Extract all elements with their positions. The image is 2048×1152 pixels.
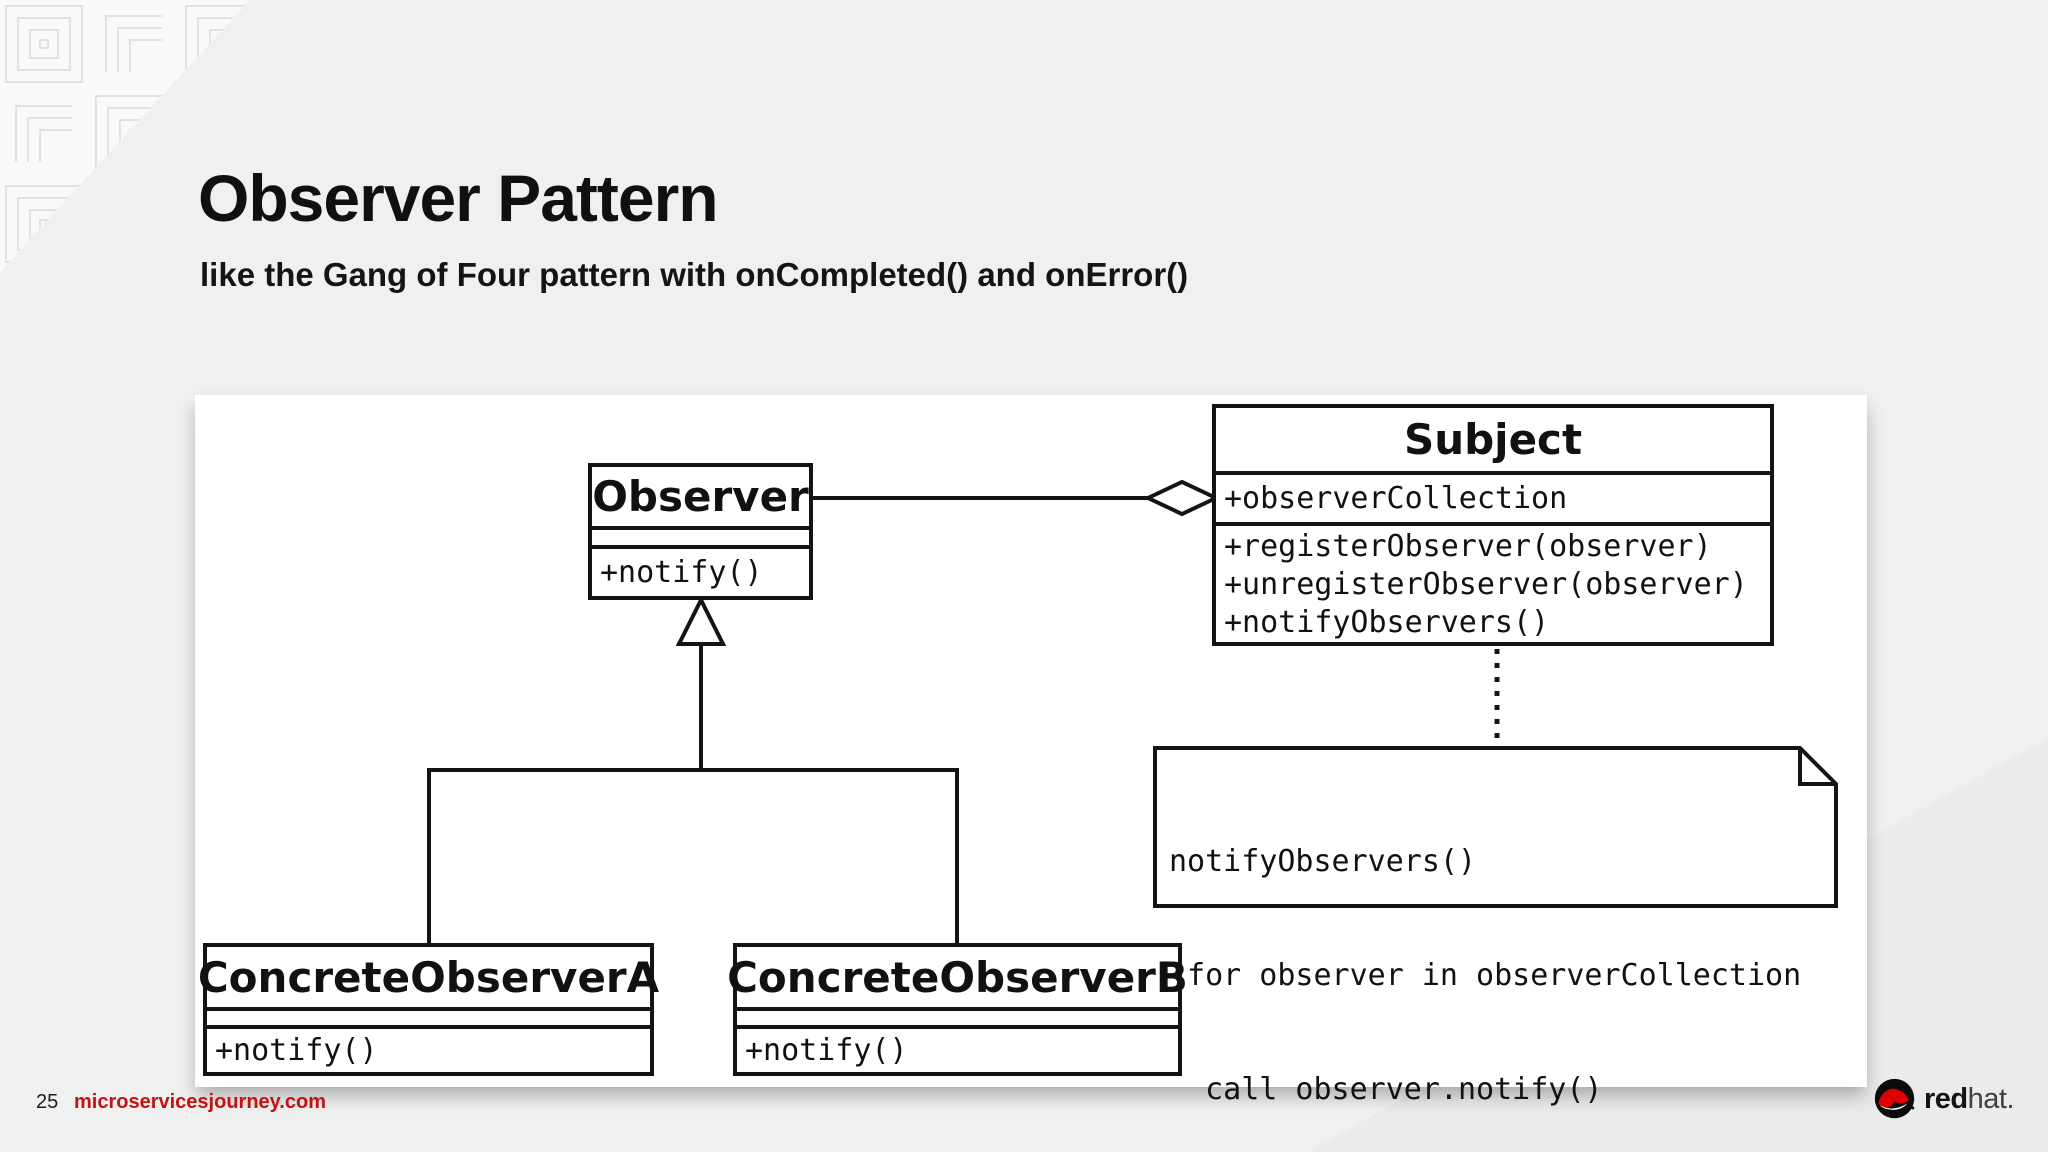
- footer-link[interactable]: microservicesjourney.com: [74, 1091, 326, 1113]
- note-pseudocode: notifyObservers() for observer in observ…: [1169, 767, 1801, 1152]
- class-methods: +registerObserver(observer) +unregisterO…: [1216, 522, 1770, 642]
- class-box-subject: Subject +observerCollection +registerObs…: [1212, 404, 1774, 646]
- class-title: ConcreteObserverA: [197, 952, 660, 1002]
- brand-wordmark: redhat.: [1924, 1082, 2015, 1116]
- class-attributes-empty: [592, 526, 809, 545]
- class-method: +unregisterObserver(observer): [1224, 567, 1748, 602]
- note-fold-icon: [1798, 748, 1836, 786]
- note-line: call observer.notify(): [1169, 1072, 1603, 1107]
- brand-word-red: red: [1924, 1082, 1968, 1115]
- note-line: for observer in observerCollection: [1169, 958, 1802, 993]
- note-line: notifyObservers(): [1169, 844, 1477, 879]
- class-title: Observer: [592, 472, 809, 521]
- class-title: ConcreteObserverB: [727, 952, 1188, 1002]
- brand-word-hat: hat.: [1967, 1082, 2015, 1115]
- class-attributes-empty: [737, 1007, 1178, 1025]
- class-box-concrete-observer-b: ConcreteObserverB +notify(): [727, 943, 1188, 1076]
- aggregation-diamond-icon: [1143, 479, 1221, 517]
- class-method: +registerObserver(observer): [1224, 529, 1712, 564]
- class-method: +notify(): [592, 545, 809, 596]
- class-title: Subject: [1403, 415, 1583, 465]
- class-attributes-empty: [207, 1007, 650, 1025]
- redhat-logo: redhat.: [1872, 1076, 2015, 1122]
- class-box-observer: Observer +notify(): [588, 463, 813, 600]
- fedora-icon: [1874, 1078, 1915, 1118]
- class-attribute: +observerCollection: [1216, 471, 1770, 522]
- class-method: +notify(): [737, 1025, 1178, 1072]
- uml-connectors: [427, 479, 1838, 945]
- uml-diagram-panel: Observer +notify() Subject +observerColl…: [195, 395, 1867, 1107]
- class-box-concrete-observer-a: ConcreteObserverA +notify(): [197, 943, 660, 1076]
- page-subtitle: like the Gang of Four pattern with onCom…: [200, 256, 1189, 293]
- note-shape: [1153, 746, 1838, 908]
- class-method: +notifyObservers(): [1224, 605, 1550, 640]
- inheritance-arrow-icon: [675, 595, 727, 646]
- class-method: +notify(): [207, 1025, 650, 1072]
- page-title: Observer Pattern: [198, 161, 719, 235]
- corner-ornament-pattern: [0, 0, 250, 272]
- page-number: 25: [36, 1091, 59, 1113]
